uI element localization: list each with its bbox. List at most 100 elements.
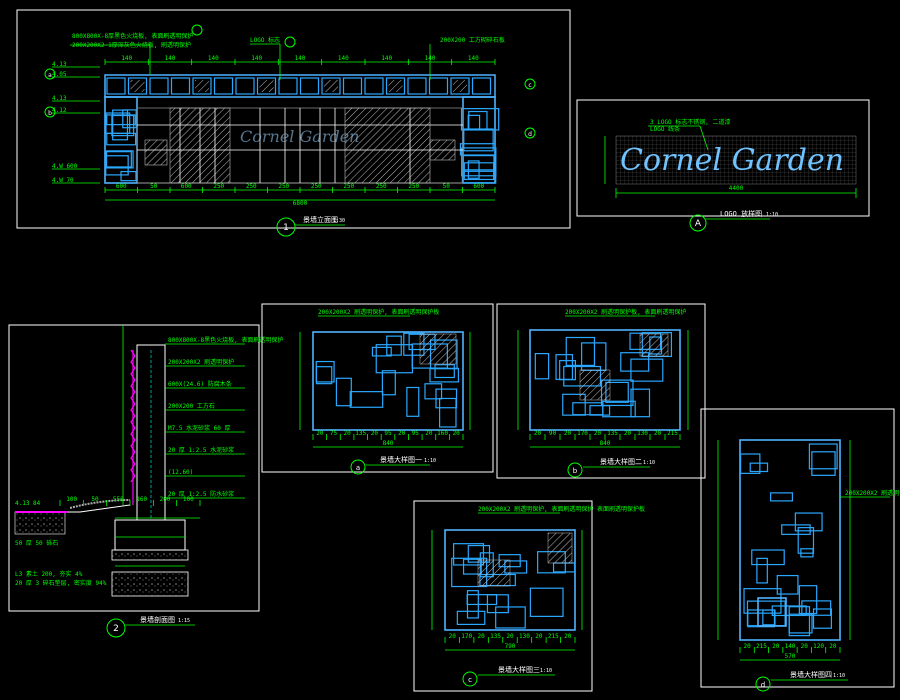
elevation-total-dim: 6800	[293, 200, 308, 207]
stone-block	[439, 397, 457, 428]
elevation-mark: 4.13	[52, 61, 67, 68]
elevation-bottom-dim: 50	[443, 183, 451, 190]
detail-a-dim: 95	[412, 430, 420, 437]
stone-block	[630, 388, 651, 418]
elevation-top-dim: 140	[208, 55, 219, 62]
stone-block	[565, 336, 596, 367]
stone-block	[808, 443, 838, 470]
elevation-mark: 4.13	[52, 95, 67, 102]
stone-block	[798, 585, 818, 615]
cap-block	[471, 77, 492, 95]
detail-b-dim: 20	[654, 430, 662, 437]
elevation-top-dim: 140	[165, 55, 176, 62]
stone-block	[529, 587, 564, 617]
stone-block	[797, 527, 815, 554]
stone-block	[468, 110, 488, 131]
stone-block	[602, 400, 636, 418]
stone-block	[788, 613, 813, 634]
stone-block	[749, 462, 769, 473]
stone-block	[495, 606, 526, 629]
logo-artwork: Cornel Garden	[620, 143, 844, 178]
section-dim: 100	[66, 496, 77, 503]
stone-block	[812, 608, 832, 629]
cap-block	[364, 77, 384, 95]
detail-b-dim: 20	[564, 430, 572, 437]
elevation-bottom-dim: 50	[150, 183, 158, 190]
cap-block	[235, 77, 255, 95]
detail-b-dim: 130	[637, 430, 648, 437]
elevation-bottom-dim: 250	[213, 183, 224, 190]
cap-block	[213, 77, 234, 95]
frame-detail-b	[496, 303, 706, 479]
cap-block	[321, 77, 341, 95]
stone-block	[456, 610, 486, 626]
logo-scale: 1:10	[766, 212, 778, 218]
cap-block	[342, 77, 363, 95]
detail-c-dim: 20	[506, 633, 514, 640]
detail-b-dim: 215	[667, 430, 678, 437]
section-dim: 160	[136, 496, 147, 503]
section-dim: 200	[160, 496, 171, 503]
detail-c-dim: 215	[548, 633, 559, 640]
section-bubble-label: 2	[113, 624, 119, 634]
detail-a-dim: 20	[425, 430, 433, 437]
elevation-top-dim: 140	[468, 55, 479, 62]
elevation-mark: 4.W 600	[52, 163, 78, 170]
stone-block	[112, 109, 129, 141]
detail-c-bubble-label: c	[468, 676, 472, 684]
stone-block	[572, 402, 604, 416]
detail-c-note: 200X200X2 刷透明保护, 表面刷透明保护 表面刷透明保护板	[478, 505, 645, 513]
detail-b-scale: 1:10	[643, 460, 655, 466]
stone-block	[106, 114, 136, 126]
cap-block-hatch	[195, 80, 209, 92]
detail-c-dim: 20	[477, 633, 485, 640]
elevation-note-right: 200X200 工方砌碎石板	[440, 36, 505, 44]
stone-block	[801, 600, 832, 616]
stone-block	[739, 453, 761, 474]
section-dim: 100	[183, 496, 194, 503]
stone-block	[434, 364, 455, 379]
logo-title: LOGO 放样图	[720, 209, 762, 218]
detail-c-dim: 20	[564, 633, 572, 640]
elevation-bottom-dim: 250	[408, 183, 419, 190]
detail-c-scale: 1:10	[540, 668, 552, 674]
callout-d: d	[528, 131, 532, 138]
section-left-note: L3 素土 200, 夯实 4%	[15, 570, 83, 578]
stone-block	[424, 383, 443, 400]
stone-block	[769, 492, 793, 502]
detail-c-dim: 135	[490, 633, 501, 640]
stone-block	[467, 160, 480, 179]
section-note: 20 厚 1:2.5 水泥砂浆	[168, 446, 234, 454]
section-left-note: 4.13 84	[15, 500, 41, 507]
section-left-note: 50 厚 50 砾石	[15, 539, 58, 547]
detail-d-dim: 215	[756, 643, 767, 650]
detail-a-dim: 75	[330, 430, 338, 437]
elevation-bottom-dim: 250	[278, 183, 289, 190]
detail-a-dim: 20	[371, 430, 379, 437]
elevation-bottom-dim: 600	[181, 183, 192, 190]
stone-block	[762, 609, 776, 626]
stone-block	[463, 128, 494, 152]
detail-b-dim: 20	[534, 430, 542, 437]
cap-block	[256, 77, 277, 95]
stone-block	[122, 109, 137, 129]
stone-block	[751, 549, 785, 566]
section-note: 20 厚 1:2.5 防水砂浆	[168, 490, 234, 498]
detail-b-bubble-label: b	[573, 467, 578, 475]
stone-block	[111, 114, 135, 137]
section-note: (12.60)	[168, 469, 193, 476]
elevation-bottom-dim: 600	[116, 183, 127, 190]
stone-block	[534, 353, 550, 380]
detail-a-dim: 95	[384, 430, 392, 437]
elevation-bottom-dim: 250	[311, 183, 322, 190]
callout-b: b	[48, 110, 52, 117]
detail-a-dim: 160	[437, 430, 448, 437]
logo-drawing: Cornel Garden 3 LOGO 标志不锈钢, 二道漆 LOGO 线条 …	[576, 99, 870, 232]
stone-block	[756, 557, 768, 584]
detail-a-dim: 20	[453, 430, 461, 437]
cap-block	[149, 77, 169, 95]
logo-note-2: LOGO 线条	[650, 125, 680, 133]
